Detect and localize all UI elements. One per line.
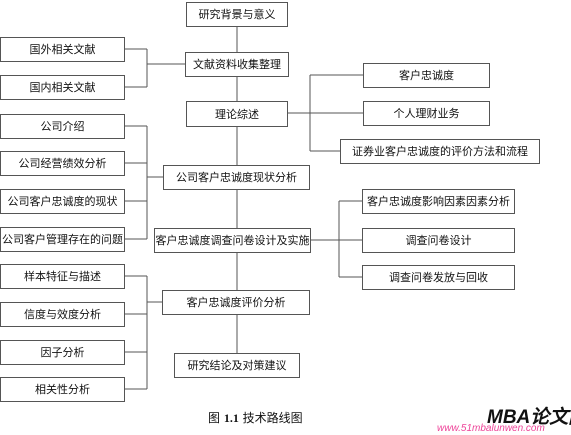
node-evaluation-method: 证券业客户忠诚度的评价方法和流程 — [340, 139, 540, 164]
node-company-intro: 公司介绍 — [0, 114, 125, 139]
node-questionnaire-design: 调查问卷设计 — [362, 228, 515, 253]
node-loyalty-status: 公司客户忠诚度的现状 — [0, 189, 125, 214]
watermark-url: www.51mbalunwen.com — [437, 423, 545, 434]
figure-caption: 图 1.1 技术路线图 — [208, 409, 303, 426]
node-loyalty-evaluation: 客户忠诚度评价分析 — [162, 290, 310, 315]
watermark-brand: MBA论文网 — [487, 407, 571, 428]
node-domestic-literature: 国内相关文献 — [0, 75, 125, 100]
node-research-background: 研究背景与意义 — [186, 2, 288, 27]
node-survey-design-implementation: 客户忠诚度调查问卷设计及实施 — [154, 228, 311, 253]
node-customer-loyalty: 客户忠诚度 — [363, 63, 490, 88]
caption-number: 1.1 — [223, 411, 239, 425]
node-factor-analysis: 因子分析 — [0, 340, 125, 365]
node-personal-wealth-business: 个人理财业务 — [363, 101, 490, 126]
node-reliability-validity: 信度与效度分析 — [0, 302, 125, 327]
caption-prefix: 图 — [208, 411, 224, 425]
caption-text: 技术路线图 — [238, 411, 303, 425]
node-influence-factor-analysis: 客户忠诚度影响因素因素分析 — [362, 189, 515, 214]
node-foreign-literature: 国外相关文献 — [0, 37, 125, 62]
node-theory-review: 理论综述 — [186, 101, 288, 127]
node-management-issues: 公司客户管理存在的问题 — [0, 227, 125, 252]
node-literature-collection: 文献资料收集整理 — [185, 52, 289, 77]
node-questionnaire-distribution: 调查问卷发放与回收 — [362, 265, 515, 290]
node-company-performance: 公司经营绩效分析 — [0, 151, 125, 176]
node-sample-description: 样本特征与描述 — [0, 264, 125, 289]
node-loyalty-status-analysis: 公司客户忠诚度现状分析 — [163, 165, 310, 190]
node-conclusion-suggestions: 研究结论及对策建议 — [174, 353, 300, 378]
node-correlation-analysis: 相关性分析 — [0, 377, 125, 402]
